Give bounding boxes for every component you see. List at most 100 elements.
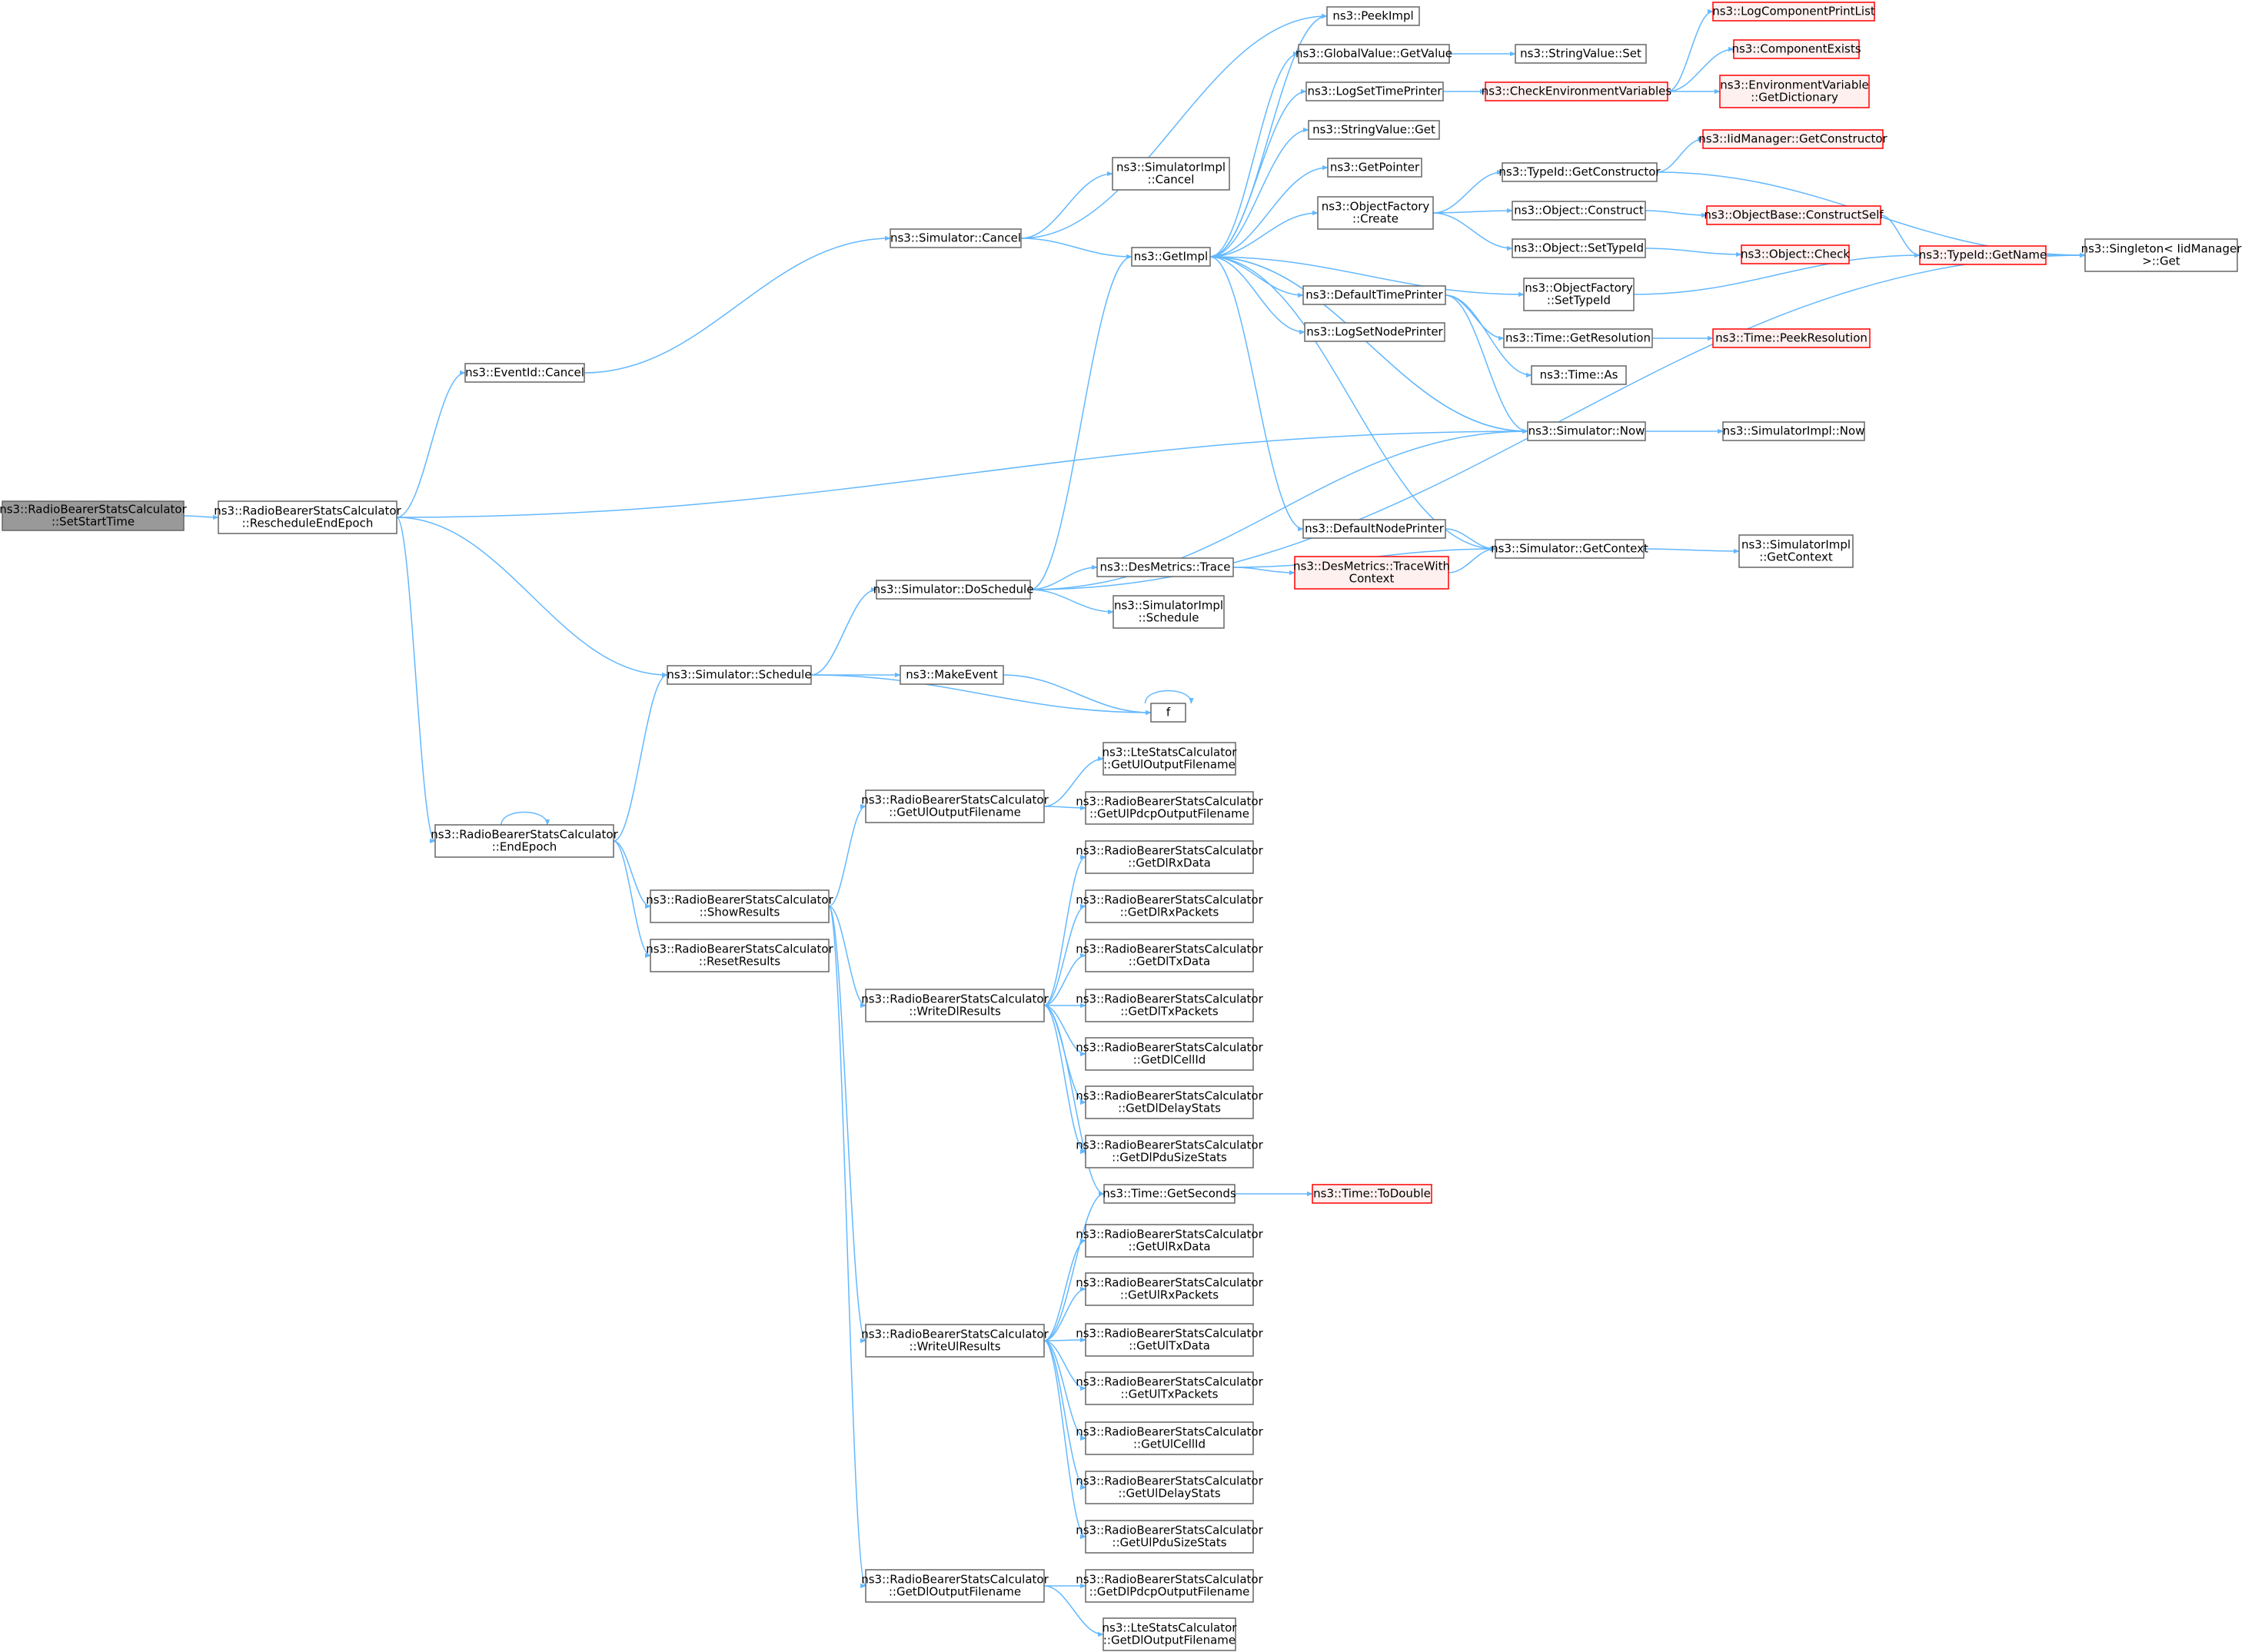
node-defaulttime[interactable]: ns3::DefaultTimePrinter	[1302, 285, 1446, 305]
node-box[interactable]	[650, 889, 830, 923]
node-box[interactable]	[1085, 1569, 1254, 1603]
node-box[interactable]	[1085, 791, 1254, 825]
node-box[interactable]	[1512, 201, 1646, 221]
node-getulcell[interactable]: ns3::RadioBearerStatsCalculator::GetUlCe…	[1076, 1421, 1264, 1455]
node-getulpdu[interactable]: ns3::RadioBearerStatsCalculator::GetUlPd…	[1076, 1520, 1264, 1554]
node-writeul[interactable]: ns3::RadioBearerStatsCalculator::WriteUl…	[861, 1324, 1049, 1358]
node-box[interactable]	[1527, 421, 1646, 441]
node-simnow[interactable]: ns3::Simulator::Now	[1527, 421, 1646, 441]
node-getpointer[interactable]: ns3::GetPointer	[1327, 158, 1422, 178]
node-box[interactable]	[1112, 157, 1230, 191]
node-getimpl[interactable]: ns3::GetImpl	[1131, 247, 1211, 267]
node-endepoch[interactable]: ns3::RadioBearerStatsCalculator::EndEpoc…	[431, 824, 619, 858]
node-eventcancel[interactable]: ns3::EventId::Cancel	[464, 363, 585, 383]
node-box[interactable]	[1113, 595, 1225, 629]
node-getulpdcpfn[interactable]: ns3::RadioBearerStatsCalculator::GetUlPd…	[1076, 791, 1264, 825]
node-compexists[interactable]: ns3::ComponentExists	[1731, 39, 1861, 59]
node-timeas[interactable]: ns3::Time::As	[1531, 365, 1627, 385]
node-getuloutfn[interactable]: ns3::RadioBearerStatsCalculator::GetUlOu…	[861, 789, 1049, 823]
node-box[interactable]	[1131, 247, 1211, 267]
node-box[interactable]	[1531, 365, 1627, 385]
node-timegetsec[interactable]: ns3::Time::GetSeconds	[1103, 1184, 1236, 1204]
node-box[interactable]	[464, 363, 585, 383]
node-singleton[interactable]: ns3::Singleton< IidManager >::Get	[2081, 238, 2243, 272]
node-box[interactable]	[1085, 939, 1254, 972]
node-objbaseconstruct[interactable]: ns3::ObjectBase::ConstructSelf	[1704, 205, 1884, 225]
node-box[interactable]	[865, 1324, 1045, 1358]
node-timepeekres[interactable]: ns3::Time::PeekResolution	[1712, 328, 1871, 348]
node-box[interactable]	[1304, 322, 1445, 342]
node-box[interactable]	[1919, 245, 2047, 265]
node-box[interactable]	[1502, 162, 1658, 182]
node-box[interactable]	[1712, 2, 1875, 22]
node-simgetctx[interactable]: ns3::Simulator::GetContext	[1491, 539, 1648, 559]
node-checkenv[interactable]: ns3::CheckEnvironmentVariables	[1482, 81, 1672, 101]
node-box[interactable]	[1722, 421, 1865, 441]
node-ofcreate[interactable]: ns3::ObjectFactory::Create	[1317, 196, 1434, 230]
node-box[interactable]	[1150, 703, 1186, 723]
node-getdlpdu[interactable]: ns3::RadioBearerStatsCalculator::GetDlPd…	[1076, 1135, 1264, 1168]
node-getultxdata[interactable]: ns3::RadioBearerStatsCalculator::GetUlTx…	[1076, 1323, 1264, 1357]
node-box[interactable]	[1085, 1520, 1254, 1554]
node-box[interactable]	[1302, 519, 1446, 539]
node-box[interactable]	[1085, 1471, 1254, 1504]
node-box[interactable]	[1085, 1272, 1254, 1306]
node-simschedule[interactable]: ns3::Simulator::Schedule	[667, 665, 812, 685]
node-root[interactable]: ns3::RadioBearerStatsCalculator::SetStar…	[0, 500, 188, 531]
node-box[interactable]	[1515, 44, 1647, 64]
node-box[interactable]	[1733, 39, 1860, 59]
node-ltegetuloutfn[interactable]: ns3::LteStatsCalculator::GetUlOutputFile…	[1103, 742, 1238, 776]
node-getdltxpk[interactable]: ns3::RadioBearerStatsCalculator::GetDlTx…	[1076, 989, 1264, 1022]
node-box[interactable]	[1085, 889, 1254, 923]
node-gvgetvalue[interactable]: ns3::GlobalValue::GetValue	[1295, 44, 1452, 64]
node-box[interactable]	[876, 580, 1031, 600]
node-simdoschedule[interactable]: ns3::Simulator::DoSchedule	[873, 580, 1034, 600]
node-logsettime[interactable]: ns3::LogSetTimePrinter	[1305, 81, 1444, 101]
node-tidgetctor[interactable]: ns3::TypeId::GetConstructor	[1498, 162, 1661, 182]
node-box[interactable]	[1294, 556, 1449, 590]
node-resetresults[interactable]: ns3::RadioBearerStatsCalculator::ResetRe…	[646, 939, 834, 972]
node-box[interactable]	[1485, 81, 1668, 101]
node-getdlrxpk[interactable]: ns3::RadioBearerStatsCalculator::GetDlRx…	[1076, 889, 1264, 923]
node-box[interactable]	[1741, 244, 1850, 264]
node-box[interactable]	[900, 665, 1004, 685]
node-simimplgetctx[interactable]: ns3::SimulatorImpl::GetContext	[1738, 534, 1854, 568]
node-simimplschedule[interactable]: ns3::SimulatorImpl::Schedule	[1113, 595, 1225, 629]
node-box[interactable]	[890, 228, 1022, 248]
node-box[interactable]	[218, 500, 397, 534]
node-box[interactable]	[667, 665, 812, 685]
node-box[interactable]	[1085, 1323, 1254, 1357]
node-box[interactable]	[1712, 328, 1871, 348]
node-box[interactable]	[650, 939, 830, 972]
node-strget[interactable]: ns3::StringValue::Get	[1308, 120, 1440, 140]
node-simimplcancel[interactable]: ns3::SimulatorImpl::Cancel	[1112, 157, 1230, 191]
node-box[interactable]	[1085, 1085, 1254, 1119]
node-envdict[interactable]: ns3::EnvironmentVariable::GetDictionary	[1719, 75, 1870, 108]
node-getdlrxdata[interactable]: ns3::RadioBearerStatsCalculator::GetDlRx…	[1076, 840, 1264, 874]
node-getdlcell[interactable]: ns3::RadioBearerStatsCalculator::GetDlCe…	[1076, 1037, 1264, 1071]
node-objsettypeid[interactable]: ns3::Object::SetTypeId	[1512, 238, 1646, 258]
node-writedl[interactable]: ns3::RadioBearerStatsCalculator::WriteDl…	[861, 989, 1049, 1022]
node-box[interactable]	[1302, 285, 1446, 305]
node-timegetres[interactable]: ns3::Time::GetResolution	[1503, 328, 1653, 348]
node-objconstruct[interactable]: ns3::Object::Construct	[1512, 201, 1646, 221]
node-box[interactable]	[1317, 196, 1434, 230]
node-box[interactable]	[1305, 81, 1444, 101]
node-box[interactable]	[1706, 205, 1881, 225]
node-strset[interactable]: ns3::StringValue::Set	[1515, 44, 1647, 64]
node-getdltxdata[interactable]: ns3::RadioBearerStatsCalculator::GetDlTx…	[1076, 939, 1264, 972]
node-reschedule[interactable]: ns3::RadioBearerStatsCalculator::Resched…	[214, 500, 402, 534]
node-box[interactable]	[1312, 1184, 1432, 1204]
node-getultxpk[interactable]: ns3::RadioBearerStatsCalculator::GetUlTx…	[1076, 1371, 1264, 1405]
node-box[interactable]	[1085, 1135, 1254, 1168]
node-box[interactable]	[1327, 158, 1422, 178]
node-box[interactable]	[1085, 1421, 1254, 1455]
node-makeevent[interactable]: ns3::MakeEvent	[900, 665, 1004, 685]
node-getdldelay[interactable]: ns3::RadioBearerStatsCalculator::GetDlDe…	[1076, 1085, 1264, 1119]
node-simcancel[interactable]: ns3::Simulator::Cancel	[890, 228, 1022, 248]
node-timetodouble[interactable]: ns3::Time::ToDouble	[1312, 1184, 1432, 1204]
node-objcheck[interactable]: ns3::Object::Check	[1741, 244, 1850, 264]
node-iidgetctor[interactable]: ns3::IidManager::GetConstructor	[1698, 129, 1888, 149]
node-box[interactable]	[434, 824, 614, 858]
node-box[interactable]	[2084, 238, 2238, 272]
